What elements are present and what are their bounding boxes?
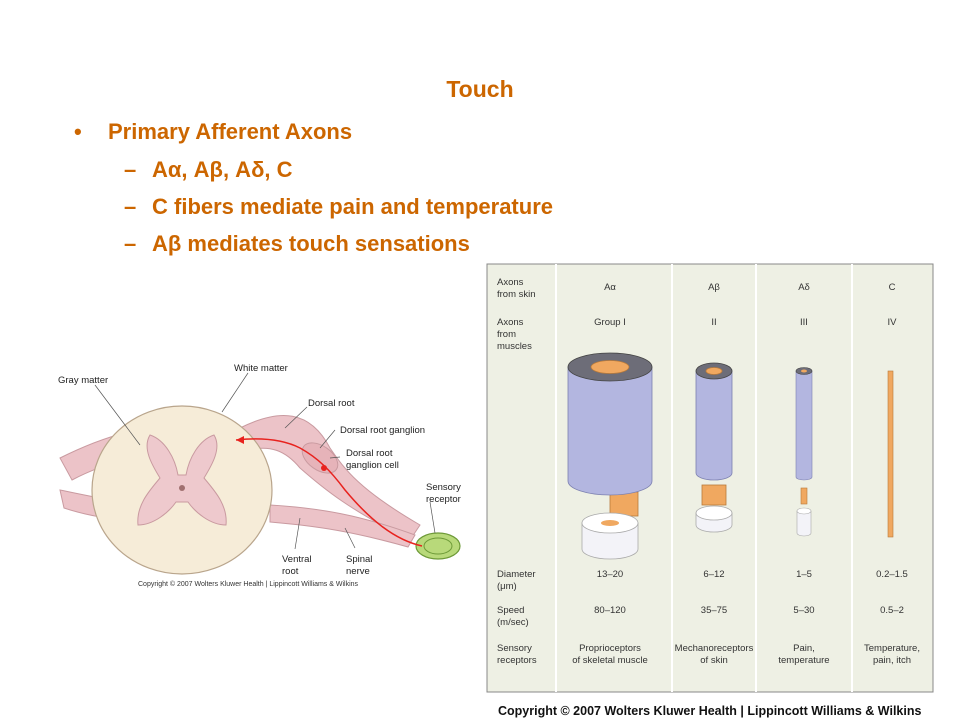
label-white-matter: White matter bbox=[234, 363, 288, 374]
label-ganglion-cell-1: Dorsal root bbox=[346, 448, 393, 459]
right-dorsal-root bbox=[239, 415, 421, 541]
row-label-skin-2: from skin bbox=[497, 289, 536, 300]
row-label-speed-1: Speed bbox=[497, 605, 524, 616]
dorsal-root-ganglion bbox=[301, 442, 339, 474]
label-gray-matter: Gray matter bbox=[58, 375, 108, 386]
col-c-receptor-1: Temperature, bbox=[864, 643, 920, 654]
col-abeta-receptor-1: Mechanoreceptors bbox=[675, 643, 754, 654]
col-c-skin: C bbox=[889, 282, 896, 293]
sensory-receptor bbox=[415, 532, 461, 560]
fiber-arrowhead bbox=[236, 436, 244, 444]
row-label-muscle-2: from bbox=[497, 329, 516, 340]
col-aalpha-muscle: Group I bbox=[594, 317, 626, 328]
col-abeta-muscle: II bbox=[711, 317, 716, 328]
label-ventral-2: root bbox=[282, 566, 299, 577]
ganglion-cell-body bbox=[321, 465, 327, 471]
abeta-axon-cylinder bbox=[695, 362, 733, 533]
col-abeta-receptor-2: of skin bbox=[700, 655, 727, 666]
spinal-figure-copyright: Copyright © 2007 Wolters Kluwer Health |… bbox=[138, 581, 359, 588]
col-adelta-skin: Aδ bbox=[798, 282, 810, 293]
col-aalpha-receptor-2: of skeletal muscle bbox=[572, 655, 648, 666]
bullet-list: Primary Afferent Axons Aα, Aβ, Aδ, C C f… bbox=[74, 119, 553, 268]
col-abeta-skin: Aβ bbox=[708, 282, 720, 293]
row-label-diam-2: (μm) bbox=[497, 581, 517, 592]
col-adelta-speed: 5–30 bbox=[793, 605, 814, 616]
row-label-rec-2: receptors bbox=[497, 655, 537, 666]
label-ventral-1: Ventral bbox=[282, 554, 312, 565]
col-aalpha-skin: Aα bbox=[604, 282, 616, 293]
col-c-diameter: 0.2–1.5 bbox=[876, 569, 908, 580]
right-ventral-root bbox=[269, 504, 416, 548]
row-label-muscle-3: muscles bbox=[497, 341, 532, 352]
spinal-cord-figure: Gray matter White matter Dorsal root Dor… bbox=[58, 363, 461, 577]
col-abeta-diameter: 6–12 bbox=[703, 569, 724, 580]
bullet-primary-afferent: Primary Afferent Axons bbox=[74, 119, 553, 155]
sub-bullet-fiber-types: Aα, Aβ, Aδ, C bbox=[74, 157, 553, 194]
col-adelta-muscle: III bbox=[800, 317, 808, 328]
c-fiber-cylinder bbox=[887, 370, 894, 538]
row-label-muscle-1: Axons bbox=[497, 317, 524, 328]
col-c-speed: 0.5–2 bbox=[880, 605, 904, 616]
table-copyright: Copyright © 2007 Wolters Kluwer Health |… bbox=[498, 704, 922, 718]
col-abeta-speed: 35–75 bbox=[701, 605, 727, 616]
label-spinal-1: Spinal bbox=[346, 554, 372, 565]
col-c-muscle: IV bbox=[888, 317, 898, 328]
slide-title: Touch bbox=[446, 76, 514, 102]
label-ganglion-cell-2: ganglion cell bbox=[346, 460, 399, 471]
sub-bullet-a-beta: Aβ mediates touch sensations bbox=[74, 231, 553, 268]
central-canal bbox=[179, 485, 185, 491]
row-label-diam-1: Diameter bbox=[497, 569, 536, 580]
col-adelta-receptor-2: temperature bbox=[778, 655, 829, 666]
col-adelta-receptor-1: Pain, bbox=[793, 643, 815, 654]
adelta-axon-cylinder bbox=[795, 367, 813, 537]
col-aalpha-speed: 80–120 bbox=[594, 605, 626, 616]
label-dorsal-root: Dorsal root bbox=[308, 398, 355, 409]
axon-classification-table: Axons from skin Axons from muscles Diame… bbox=[486, 263, 934, 693]
row-label-rec-1: Sensory bbox=[497, 643, 532, 654]
gray-matter-region bbox=[137, 434, 227, 526]
label-spinal-2: nerve bbox=[346, 566, 370, 577]
col-aalpha-diameter: 13–20 bbox=[597, 569, 623, 580]
col-c-receptor-2: pain, itch bbox=[873, 655, 911, 666]
label-dorsal-root-ganglion: Dorsal root ganglion bbox=[340, 425, 425, 436]
sub-bullet-c-fibers: C fibers mediate pain and temperature bbox=[74, 194, 553, 231]
row-label-speed-2: (m/sec) bbox=[497, 617, 529, 628]
col-aalpha-receptor-1: Proprioceptors bbox=[579, 643, 641, 654]
aalpha-axon-cylinder bbox=[567, 352, 653, 560]
label-sensory-2: receptor bbox=[426, 494, 461, 505]
row-label-skin-1: Axons bbox=[497, 277, 524, 288]
label-sensory-1: Sensory bbox=[426, 482, 461, 493]
col-adelta-diameter: 1–5 bbox=[796, 569, 812, 580]
